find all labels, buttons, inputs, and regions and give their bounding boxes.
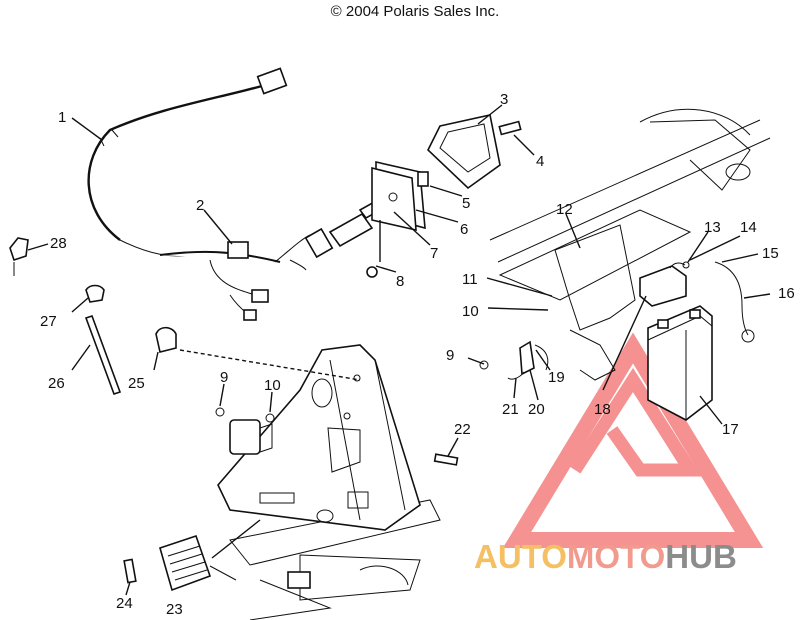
callout-21: 21 xyxy=(502,401,519,418)
callout-26: 26 xyxy=(48,375,65,392)
callout-6: 6 xyxy=(460,221,468,238)
bracket-parts xyxy=(479,340,549,380)
callout-28: 28 xyxy=(50,235,67,252)
callout-9b: 9 xyxy=(220,369,228,386)
callout-24: 24 xyxy=(116,595,133,612)
callout-14: 14 xyxy=(740,219,757,236)
callout-3: 3 xyxy=(500,91,508,108)
callout-9a: 9 xyxy=(446,347,454,364)
taillight-assembly xyxy=(371,114,522,232)
callout-7: 7 xyxy=(430,245,438,262)
coil-assembly xyxy=(215,407,275,455)
callout-17: 17 xyxy=(722,421,739,438)
lower-frame xyxy=(229,499,441,620)
callout-15: 15 xyxy=(762,245,779,262)
callout-10a: 10 xyxy=(462,303,479,320)
callout-labels: 1 2 3 4 5 6 7 8 9 9 10 10 11 12 13 14 15… xyxy=(40,91,795,618)
callout-2: 2 xyxy=(196,197,204,214)
watermark-moto: MOTO xyxy=(567,538,665,575)
wiring-harness-2 xyxy=(159,227,334,321)
callout-11: 11 xyxy=(462,271,478,288)
callout-1: 1 xyxy=(58,109,66,126)
rectifier xyxy=(123,534,237,592)
mounting-plate xyxy=(217,344,421,531)
callout-23: 23 xyxy=(166,601,183,618)
callout-8: 8 xyxy=(396,273,404,290)
watermark-logo xyxy=(502,332,764,548)
watermark-auto: AUTO xyxy=(474,538,567,575)
watermark-hub: HUB xyxy=(665,538,737,575)
small-parts xyxy=(9,237,177,353)
callout-27: 27 xyxy=(40,313,57,330)
callout-19: 19 xyxy=(548,369,565,386)
callout-12: 12 xyxy=(556,201,573,218)
callout-25: 25 xyxy=(128,375,145,392)
callout-20: 20 xyxy=(528,401,545,418)
callout-18: 18 xyxy=(594,401,611,418)
copyright-text: © 2004 Polaris Sales Inc. xyxy=(331,3,500,20)
callout-5: 5 xyxy=(462,195,470,212)
callout-16: 16 xyxy=(778,285,795,302)
frame-assembly xyxy=(489,108,771,381)
callout-22: 22 xyxy=(454,421,471,438)
wiring-harness-1 xyxy=(87,67,288,257)
bolt xyxy=(433,453,459,466)
callout-4: 4 xyxy=(536,153,544,170)
watermark-text: AUTOMOTOHUB xyxy=(474,538,737,575)
callout-13: 13 xyxy=(704,219,721,236)
battery xyxy=(639,261,755,421)
leader-lines xyxy=(27,104,771,596)
callout-10b: 10 xyxy=(264,377,281,394)
rod xyxy=(84,314,122,396)
